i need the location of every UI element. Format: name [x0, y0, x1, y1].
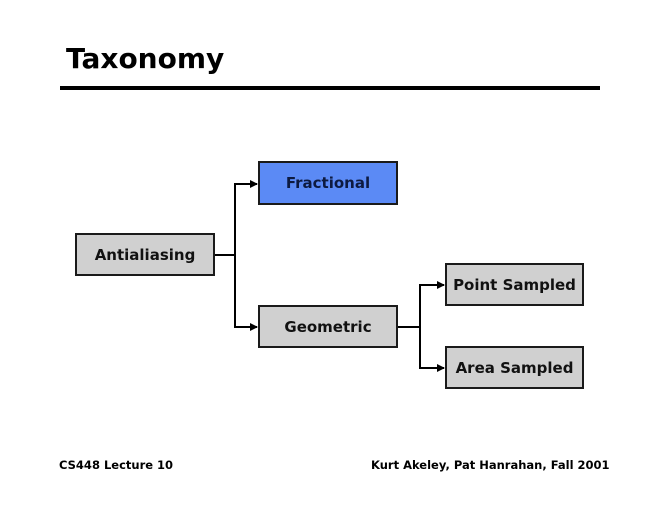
node-geometric: Geometric: [258, 305, 398, 348]
node-antialiasing: Antialiasing: [75, 233, 215, 276]
node-point-sampled: Point Sampled: [445, 263, 584, 306]
slide-title: Taxonomy: [66, 42, 225, 75]
node-antialiasing-label: Antialiasing: [94, 245, 196, 264]
node-area-sampled: Area Sampled: [445, 346, 584, 389]
node-fractional-label: Fractional: [285, 174, 371, 192]
footer-course: CS448 Lecture 10: [59, 458, 174, 472]
footer-authors: Kurt Akeley, Pat Hanrahan, Fall 2001: [371, 458, 610, 472]
title-underline: [60, 86, 600, 90]
node-fractional: Fractional: [258, 161, 398, 205]
node-geometric-label: Geometric: [284, 317, 372, 336]
node-point-sampled-label: Point Sampled: [453, 275, 576, 294]
node-area-sampled-label: Area Sampled: [455, 358, 574, 377]
